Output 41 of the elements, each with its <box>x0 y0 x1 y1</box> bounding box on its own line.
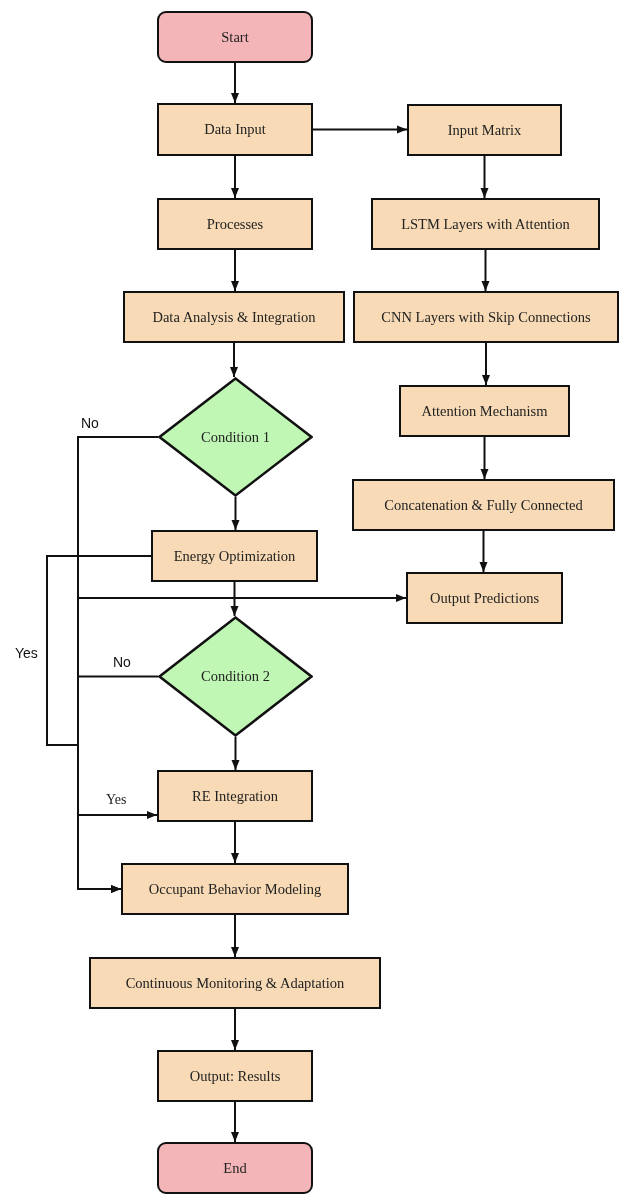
arrow <box>77 675 159 893</box>
process-box: Attention Mechanism <box>399 385 570 437</box>
process-box: CNN Layers with Skip Connections <box>353 291 619 343</box>
edge-label: Yes <box>14 645 39 661</box>
process-box: Concatenation & Fully Connected <box>352 479 615 531</box>
process-box: Energy Optimization <box>151 530 318 582</box>
arrow <box>479 530 488 573</box>
edge-label: No <box>80 415 100 431</box>
process-box: Output Predictions <box>406 572 563 624</box>
arrow <box>231 249 239 292</box>
terminal-box: Start <box>157 11 313 63</box>
arrow <box>231 914 239 958</box>
decision-diamond: Condition 2 <box>158 616 313 737</box>
process-box: Output: Results <box>157 1050 313 1102</box>
arrow <box>230 581 239 617</box>
terminal-box: End <box>157 1142 313 1194</box>
process-box: Data Analysis & Integration <box>123 291 345 343</box>
process-box: LSTM Layers with Attention <box>371 198 600 250</box>
process-box: RE Integration <box>157 770 313 822</box>
arrow <box>231 821 239 864</box>
decision-diamond: Condition 1 <box>158 377 313 497</box>
arrow <box>46 555 158 819</box>
arrow <box>231 496 240 531</box>
process-box: Data Input <box>157 103 313 156</box>
process-box: Input Matrix <box>407 104 562 156</box>
arrow <box>77 436 407 602</box>
process-box: Occupant Behavior Modeling <box>121 863 349 915</box>
arrow <box>231 736 240 771</box>
arrow <box>481 249 490 292</box>
arrow <box>231 155 239 199</box>
arrow <box>480 155 489 199</box>
process-box: Continuous Monitoring & Adaptation <box>89 957 381 1009</box>
arrow <box>230 342 238 378</box>
process-box: Processes <box>157 198 313 250</box>
arrow <box>231 62 239 104</box>
arrow <box>480 436 489 480</box>
edge-label: No <box>112 654 132 670</box>
arrow <box>231 1008 239 1051</box>
arrow <box>312 125 408 134</box>
arrow <box>231 1101 239 1143</box>
arrow <box>482 342 490 386</box>
